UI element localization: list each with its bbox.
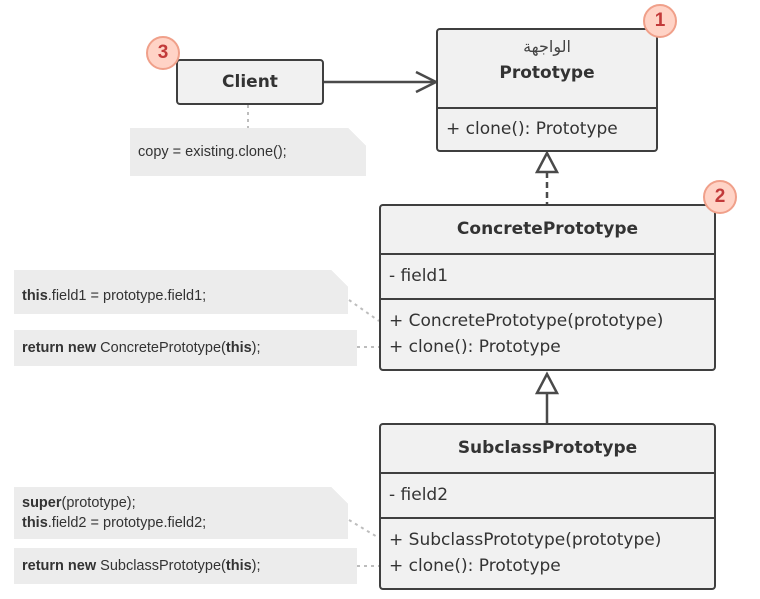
- subclass-note2-this: this: [225, 558, 252, 574]
- concrete-note2-text: ConcretePrototype(: [96, 340, 226, 356]
- client-box: Client: [176, 59, 324, 105]
- client-note-text: copy = existing.clone();: [138, 144, 287, 160]
- step-badge-2: 2: [703, 180, 737, 214]
- concrete-methods: + ConcretePrototype(prototype) + clone()…: [381, 298, 714, 368]
- concrete-note1-text: .field1 = prototype.field1;: [47, 288, 207, 304]
- subclass-note-return: return new SubclassPrototype(this);: [14, 548, 357, 584]
- prototype-interface-box: الواجهة Prototype + clone(): Prototype: [436, 28, 658, 152]
- subclass-method-clone: + clone(): Prototype: [389, 556, 561, 576]
- concrete-prototype-box: ConcretePrototype - field1 + ConcretePro…: [379, 204, 716, 371]
- concrete-title: ConcretePrototype: [456, 219, 639, 239]
- concrete-note2-end: );: [251, 340, 261, 356]
- prototype-method-clone: + clone(): Prototype: [446, 119, 618, 139]
- subclass-note2-end: );: [251, 558, 261, 574]
- subclass-title-section: SubclassPrototype: [381, 425, 714, 472]
- prototype-methods: + clone(): Prototype: [438, 107, 656, 150]
- subclass-note2-text: SubclassPrototype(: [96, 558, 226, 574]
- concrete-note2-keyword: return new: [22, 340, 97, 356]
- concrete-field1: - field1: [389, 266, 449, 286]
- subclass-methods: + SubclassPrototype(prototype) + clone()…: [381, 517, 714, 587]
- subclass-note1-line1: (prototype);: [61, 495, 136, 511]
- subclass-field2: - field2: [389, 485, 449, 505]
- subclass-note1-super: super: [22, 495, 62, 511]
- subclass-prototype-box: SubclassPrototype - field2 + SubclassPro…: [379, 423, 716, 590]
- concrete-method-constructor: + ConcretePrototype(prototype): [389, 311, 664, 331]
- concrete-note1-keyword: this: [22, 288, 48, 304]
- realization-arrow: [534, 150, 560, 204]
- subclass-note1-line2: .field2 = prototype.field2;: [47, 515, 207, 531]
- step-badge-1: 1: [643, 4, 677, 38]
- concrete-title-section: ConcretePrototype: [381, 206, 714, 253]
- concrete-note-field1: this.field1 = prototype.field1;: [14, 270, 348, 314]
- subclass-note1-connector: [348, 519, 380, 539]
- prototype-title: Prototype: [499, 63, 595, 83]
- concrete-note-return: return new ConcretePrototype(this);: [14, 330, 357, 366]
- subclass-note2-keyword: return new: [22, 558, 97, 574]
- concrete-note2-this: this: [225, 340, 252, 356]
- step-badge-3: 3: [146, 36, 180, 70]
- concrete-method-clone: + clone(): Prototype: [389, 337, 561, 357]
- subclass-note-super: super(prototype); this.field2 = prototyp…: [14, 487, 348, 539]
- association-arrow: [324, 70, 439, 94]
- prototype-stereotype: الواجهة: [523, 37, 571, 56]
- client-title: Client: [222, 72, 278, 92]
- client-note: copy = existing.clone();: [130, 128, 366, 176]
- subclass-title: SubclassPrototype: [457, 438, 638, 458]
- concrete-note1-connector: [348, 299, 380, 322]
- subclass-note1-this: this: [22, 515, 48, 531]
- inheritance-arrow: [534, 371, 560, 423]
- subclass-fields: - field2: [381, 472, 714, 517]
- subclass-method-constructor: + SubclassPrototype(prototype): [389, 530, 662, 550]
- concrete-fields: - field1: [381, 253, 714, 298]
